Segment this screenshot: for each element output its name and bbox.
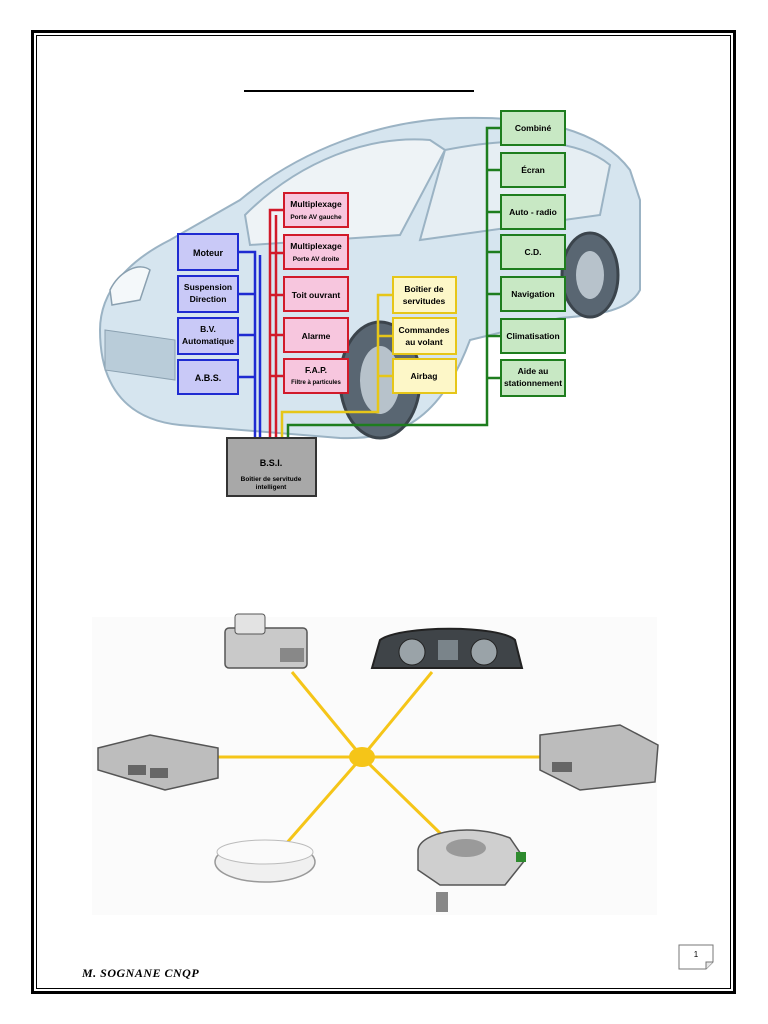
svg-text:stationnement: stationnement (504, 378, 562, 388)
green-box-ecran: Écran (500, 152, 566, 188)
wires-red (268, 208, 284, 440)
svg-text:C.D.: C.D. (525, 247, 542, 257)
blue-box-suspension: Suspension Direction (177, 275, 239, 313)
svg-text:Multiplexage: Multiplexage (290, 241, 342, 251)
footer-author: M. SOGNANE CNQP (82, 966, 200, 980)
page-number: 1 (693, 950, 699, 959)
ring-sensor-module (214, 839, 316, 883)
green-box-cd: C.D. (500, 234, 566, 270)
red-box-multiplexage-gauche: Multiplexage Porte AV gauche (283, 192, 349, 228)
svg-text:Toit ouvrant: Toit ouvrant (292, 290, 341, 300)
svg-text:servitudes: servitudes (403, 296, 446, 306)
svg-text:Suspension: Suspension (184, 282, 232, 292)
ecu-top-module (224, 613, 308, 669)
green-box-auto-radio: Auto - radio (500, 194, 566, 230)
green-box-aide-stationnement: Aide au stationnement (500, 359, 566, 397)
red-box-multiplexage-droite: Multiplexage Porte AV droite (283, 234, 349, 270)
svg-text:Boîtier de servitude: Boîtier de servitude (241, 476, 302, 483)
svg-text:Aide au: Aide au (518, 366, 549, 376)
page-border-outer (31, 30, 736, 994)
blue-box-bv: B.V. Automatique (177, 317, 239, 355)
svg-text:Airbag: Airbag (411, 371, 438, 381)
bsi-box: B.S.I. Boîtier de servitude intelligent (226, 437, 317, 497)
red-box-toit-ouvrant: Toit ouvrant (283, 276, 349, 312)
svg-text:intelligent: intelligent (256, 484, 288, 491)
ecu-right-module (539, 724, 659, 791)
instrument-cluster-module (370, 627, 524, 669)
ecu-left-module (97, 734, 219, 791)
title-underline (244, 90, 474, 92)
svg-text:A.B.S.: A.B.S. (195, 373, 222, 383)
svg-text:Boîtier de: Boîtier de (404, 284, 443, 294)
network-hub (349, 747, 375, 767)
svg-text:F.A.P.: F.A.P. (305, 365, 327, 375)
green-box-combine: Combiné (500, 110, 566, 146)
svg-text:Moteur: Moteur (193, 248, 223, 258)
page-number-box: 1 (678, 944, 714, 970)
svg-text:Climatisation: Climatisation (506, 331, 559, 341)
page-border-inner (36, 35, 731, 989)
wires-green (286, 126, 501, 440)
green-box-navigation: Navigation (500, 276, 566, 312)
network-diagram (92, 613, 659, 915)
green-box-climatisation: Climatisation (500, 318, 566, 354)
svg-text:Alarme: Alarme (302, 331, 331, 341)
svg-text:Auto - radio: Auto - radio (509, 207, 557, 217)
svg-text:B.V.: B.V. (200, 324, 216, 334)
svg-text:au volant: au volant (405, 337, 442, 347)
svg-text:Écran: Écran (521, 165, 545, 175)
svg-text:Porte AV gauche: Porte AV gauche (290, 214, 342, 221)
yellow-box-boitier-servitudes: Boîtier de servitudes (392, 276, 457, 314)
yellow-box-commandes-volant: Commandes au volant (392, 317, 457, 355)
svg-text:Porte AV droite: Porte AV droite (293, 256, 340, 263)
yellow-box-airbag: Airbag (392, 358, 457, 394)
svg-text:B.S.I.: B.S.I. (260, 458, 283, 468)
svg-text:Direction: Direction (190, 294, 227, 304)
blue-box-moteur: Moteur (177, 233, 239, 271)
svg-text:Automatique: Automatique (182, 336, 234, 346)
svg-text:Multiplexage: Multiplexage (290, 199, 342, 209)
svg-text:Combiné: Combiné (515, 123, 552, 133)
wires-yellow (280, 293, 393, 440)
svg-text:Navigation: Navigation (511, 289, 554, 299)
blue-box-abs: A.B.S. (177, 359, 239, 395)
svg-text:Commandes: Commandes (398, 325, 449, 335)
red-box-fap: F.A.P. Filtre à particules (283, 358, 349, 394)
red-box-alarme: Alarme (283, 317, 349, 353)
steering-angle-sensor-module (417, 829, 526, 912)
svg-text:Filtre à particules: Filtre à particules (291, 380, 341, 386)
wires-blue (238, 250, 262, 448)
